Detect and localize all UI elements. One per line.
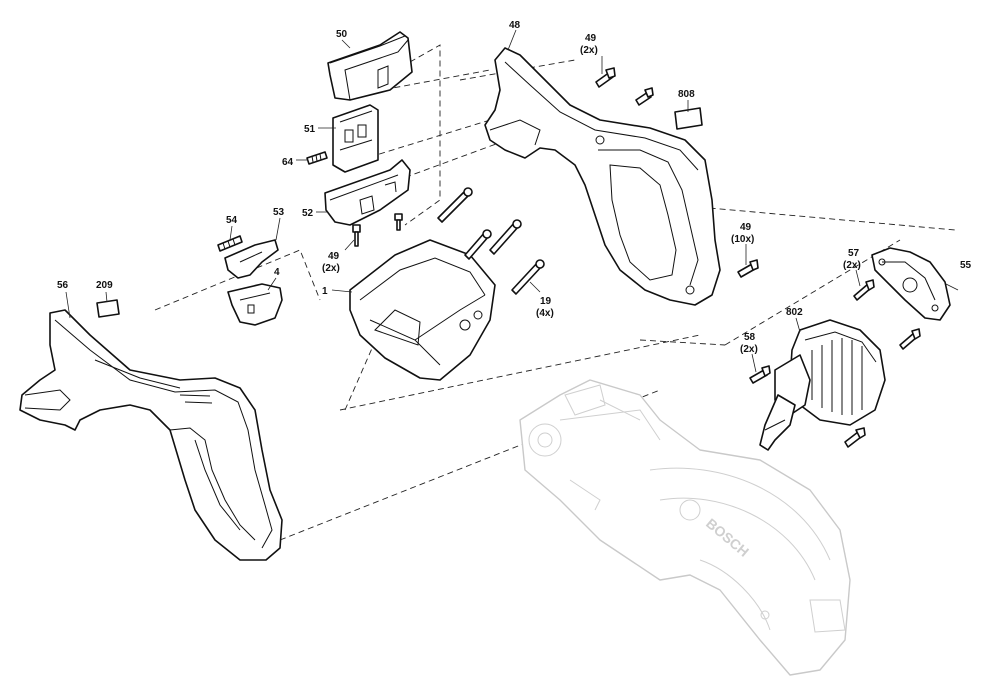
callout-49-right: 49 (740, 222, 752, 233)
callout-48: 48 (509, 20, 521, 31)
callout-808: 808 (678, 89, 695, 100)
callout-50: 50 (336, 29, 348, 40)
part-51-switch (332, 104, 379, 173)
part-56-handle-left (19, 309, 283, 561)
callout-49-top-qty: (2x) (580, 45, 598, 56)
part-50-cover (327, 31, 413, 101)
part-802-armature (759, 319, 886, 451)
part-52-lower-cover (324, 159, 411, 226)
callout-58-qty: (2x) (740, 344, 758, 355)
callout-1: 1 (322, 286, 328, 297)
part-54-spring (217, 235, 243, 252)
callout-4: 4 (274, 267, 280, 278)
saw-blade-assembly: BOSCH (519, 379, 851, 676)
part-53-lock-button (224, 239, 279, 279)
callout-56: 56 (57, 280, 69, 291)
part-1-motor-housing (349, 239, 496, 381)
leader-lines (65, 29, 959, 373)
screws-49-left (352, 213, 403, 247)
part-4-trigger (227, 283, 283, 326)
callout-49-top: 49 (585, 33, 597, 44)
callout-209: 209 (96, 280, 113, 291)
callout-57: 57 (848, 248, 860, 259)
part-19-long-screws (437, 187, 545, 295)
callout-19: 19 (540, 296, 552, 307)
callout-54: 54 (226, 215, 238, 226)
screws-49-top (595, 67, 654, 106)
part-55-end-bracket (871, 247, 951, 321)
screws-57 (853, 279, 921, 350)
callout-53: 53 (273, 207, 285, 218)
callout-58: 58 (744, 332, 756, 343)
callout-49-right-qty: (10x) (731, 234, 754, 245)
part-48-handle-right (484, 47, 721, 306)
callout-49-left: 49 (328, 251, 340, 262)
callout-49-left-qty: (2x) (322, 263, 340, 274)
callout-55: 55 (960, 260, 972, 271)
callout-19-qty: (4x) (536, 308, 554, 319)
callout-51: 51 (304, 124, 316, 135)
callout-57-qty: (2x) (843, 260, 861, 271)
callout-52: 52 (302, 208, 314, 219)
part-808-label (674, 107, 703, 130)
screw-49-right (737, 259, 759, 278)
callout-labels: 50 51 64 52 54 53 4 1 56 209 48 49 (2x) … (57, 20, 972, 355)
part-64-spring (306, 151, 328, 165)
callout-64: 64 (282, 157, 294, 168)
screws-58 (749, 365, 866, 448)
part-209-label (96, 299, 120, 318)
callout-802: 802 (786, 307, 803, 318)
